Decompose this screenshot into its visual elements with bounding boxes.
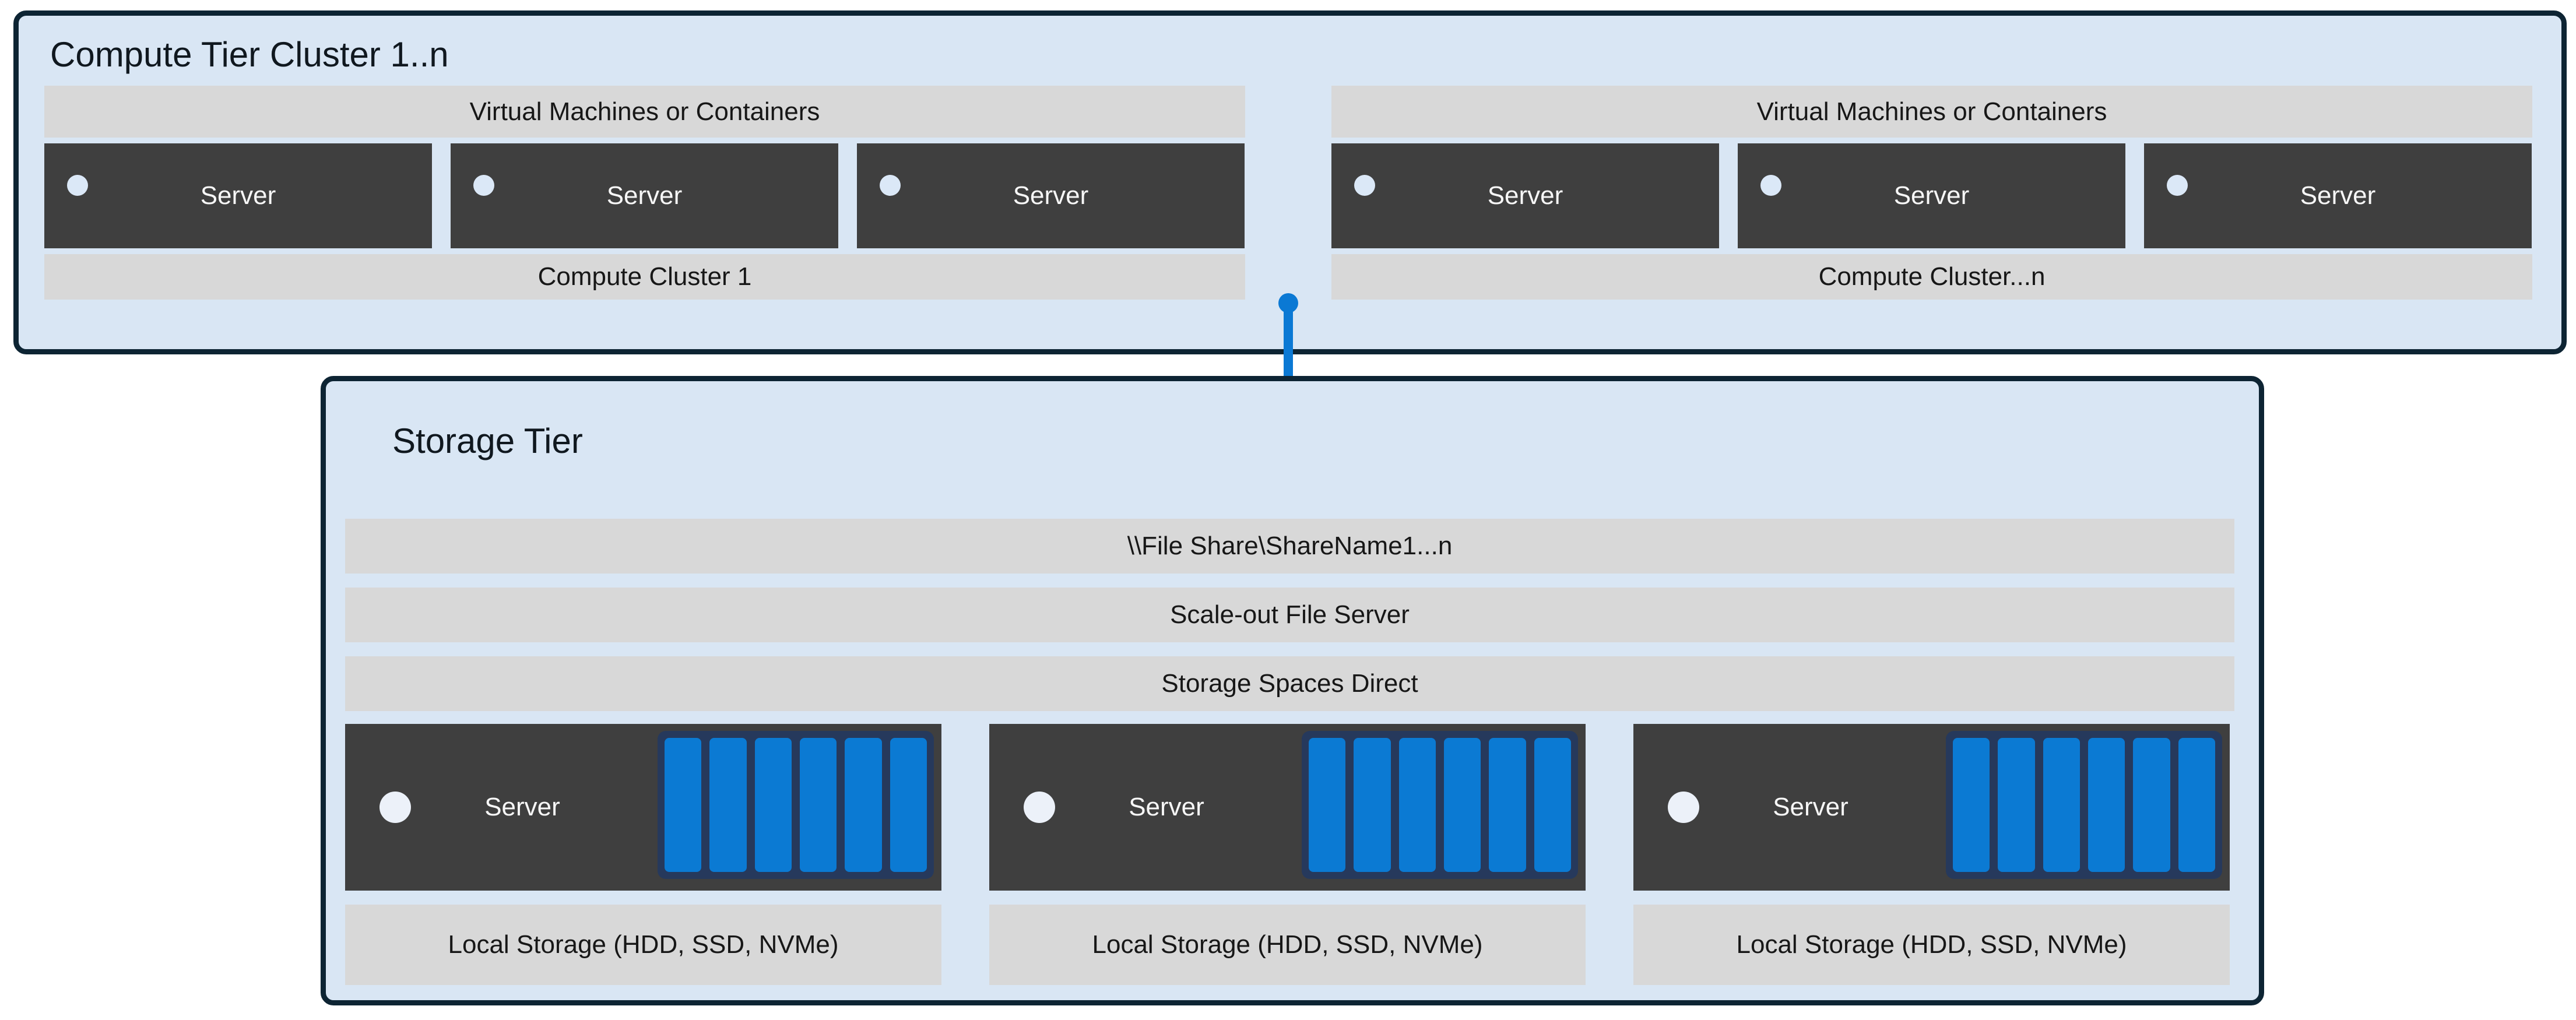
compute-cluster-bar: Compute Cluster 1 <box>44 254 1245 300</box>
server-label: Server <box>1487 181 1563 210</box>
vm-containers-label: Virtual Machines or Containers <box>469 97 820 126</box>
disk-slat <box>1489 738 1526 872</box>
server-label: Server <box>1893 181 1970 210</box>
disk-slat <box>2087 738 2125 872</box>
local-storage-label: Local Storage (HDD, SSD, NVMe) <box>1092 930 1483 959</box>
server-led-icon <box>2167 175 2188 196</box>
scale-out-file-server-label: Scale-out File Server <box>1170 600 1410 629</box>
disk-slat <box>2043 738 2080 872</box>
storage-spaces-direct-bar: Storage Spaces Direct <box>345 656 2234 711</box>
server-led-icon <box>379 792 411 823</box>
compute-server-box: Server <box>44 143 432 248</box>
disk-array-icon <box>658 731 934 879</box>
vm-containers-label: Virtual Machines or Containers <box>1756 97 2107 126</box>
server-led-icon <box>880 175 901 196</box>
storage-server-box: Server <box>989 724 1586 891</box>
compute-cluster-label: Compute Cluster 1 <box>537 262 752 291</box>
server-led-icon <box>1668 792 1699 823</box>
disk-slat <box>2133 738 2170 872</box>
server-led-icon <box>1024 792 1055 823</box>
file-share-label: \\File Share\ShareName1...n <box>1127 532 1453 560</box>
local-storage-label: Local Storage (HDD, SSD, NVMe) <box>448 930 839 959</box>
local-storage-bar: Local Storage (HDD, SSD, NVMe) <box>989 905 1586 985</box>
local-storage-label: Local Storage (HDD, SSD, NVMe) <box>1736 930 2127 959</box>
disk-slat <box>1953 738 1990 872</box>
server-label: Server <box>2300 181 2376 210</box>
compute-cluster-label: Compute Cluster...n <box>1818 262 2046 291</box>
disk-slat <box>1534 738 1571 872</box>
disk-slat <box>1443 738 1481 872</box>
vm-containers-bar: Virtual Machines or Containers <box>1331 86 2532 138</box>
disk-slat <box>1998 738 2035 872</box>
file-share-bar: \\File Share\ShareName1...n <box>345 519 2234 574</box>
compute-cluster-bar: Compute Cluster...n <box>1331 254 2532 300</box>
server-led-icon <box>1354 175 1375 196</box>
server-label: Server <box>484 793 560 821</box>
compute-server-box: Server <box>857 143 1245 248</box>
disk-slat <box>709 738 747 872</box>
compute-server-box: Server <box>451 143 838 248</box>
compute-server-box: Server <box>1331 143 1719 248</box>
disk-slat <box>1309 738 1346 872</box>
disk-slat <box>1354 738 1391 872</box>
connector-top-dot-icon <box>1278 293 1298 313</box>
disk-slat <box>665 738 702 872</box>
server-led-icon <box>1760 175 1781 196</box>
server-label: Server <box>1773 793 1848 821</box>
compute-server-box: Server <box>1738 143 2125 248</box>
storage-server-box: Server <box>345 724 941 891</box>
disk-slat <box>2178 738 2215 872</box>
compute-server-box: Server <box>2144 143 2532 248</box>
server-label: Server <box>1129 793 1204 821</box>
disk-slat <box>1398 738 1436 872</box>
server-label: Server <box>200 181 276 210</box>
storage-tier-title: Storage Tier <box>392 421 583 460</box>
server-led-icon <box>67 175 88 196</box>
vm-containers-bar: Virtual Machines or Containers <box>44 86 1245 138</box>
local-storage-bar: Local Storage (HDD, SSD, NVMe) <box>1633 905 2230 985</box>
disk-slat <box>845 738 882 872</box>
compute-tier-title: Compute Tier Cluster 1..n <box>50 35 449 74</box>
server-led-icon <box>473 175 494 196</box>
disk-array-icon <box>1302 731 1578 879</box>
disk-slat <box>799 738 837 872</box>
local-storage-bar: Local Storage (HDD, SSD, NVMe) <box>345 905 941 985</box>
disk-slat <box>890 738 927 872</box>
storage-server-box: Server <box>1633 724 2230 891</box>
storage-spaces-direct-label: Storage Spaces Direct <box>1161 669 1418 698</box>
disk-array-icon <box>1946 731 2222 879</box>
server-label: Server <box>606 181 683 210</box>
scale-out-file-server-bar: Scale-out File Server <box>345 588 2234 642</box>
disk-slat <box>754 738 792 872</box>
server-label: Server <box>1013 181 1089 210</box>
